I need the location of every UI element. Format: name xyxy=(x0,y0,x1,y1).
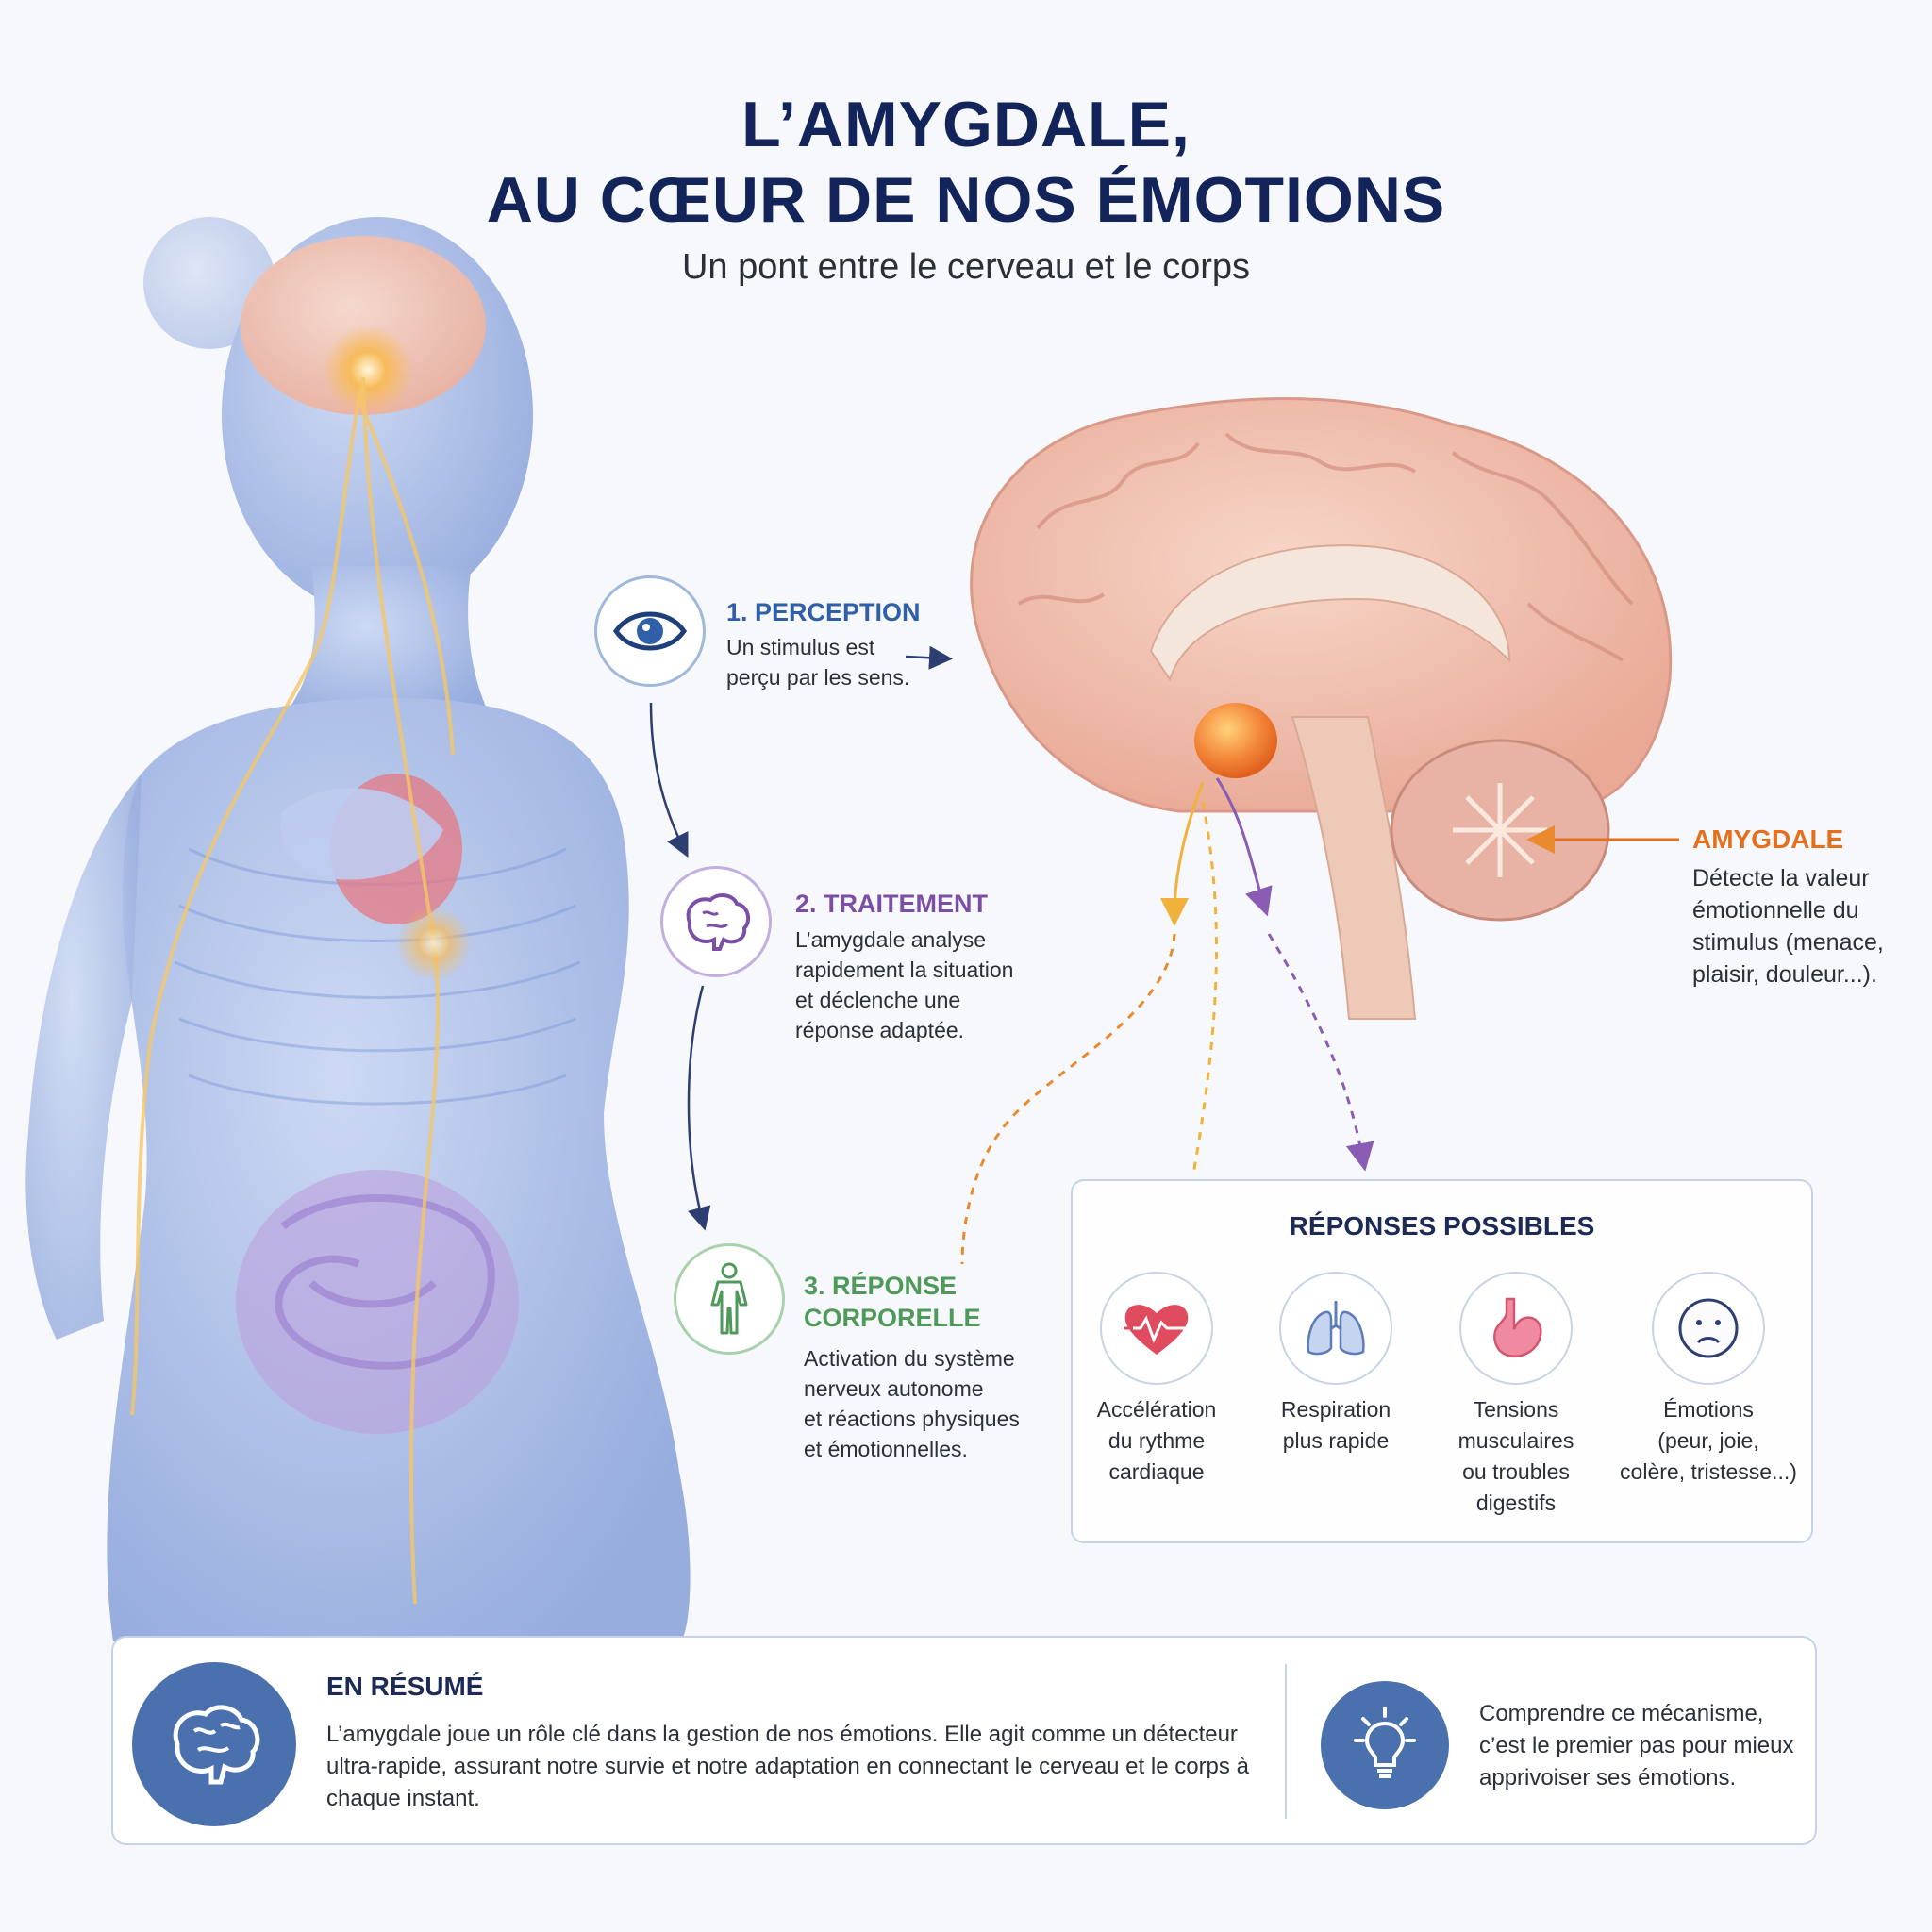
step-1-circle xyxy=(594,575,706,687)
summary-title: EN RÉSUMÉ xyxy=(326,1672,484,1701)
response-heart-label: Accélération du rythme cardiaque xyxy=(1096,1397,1217,1484)
response-stomach-label: Tensions musculaires ou troubles digesti… xyxy=(1457,1397,1574,1515)
step-3-title: 3. RÉPONSE CORPORELLE xyxy=(804,1272,981,1332)
response-lungs-circle xyxy=(1279,1272,1392,1385)
response-emotion-circle xyxy=(1652,1272,1765,1385)
tip-text: Comprendre ce mécanisme, c’est le premie… xyxy=(1479,1701,1794,1790)
response-heart-circle xyxy=(1100,1272,1213,1385)
summary-text: L’amygdale joue un rôle clé dans la gest… xyxy=(326,1722,1249,1811)
flow-arrows xyxy=(649,645,1374,1265)
page-subtitle: Un pont entre le cerveau et le corps xyxy=(681,247,1250,287)
step-2-circle xyxy=(660,866,772,977)
lightbulb-icon xyxy=(1354,1707,1416,1778)
summary-brain-circle xyxy=(132,1662,296,1826)
responses-title: RÉPONSES POSSIBLES xyxy=(1289,1211,1595,1241)
brain-icon xyxy=(686,893,751,951)
page-title: L’AMYGDALE, AU CŒUR DE NOS ÉMOTIONS xyxy=(0,87,1932,238)
amygdale-description: Détecte la valeur émotionnelle du stimul… xyxy=(1692,865,1884,988)
response-lungs-label: Respiration plus rapide xyxy=(1280,1397,1391,1453)
person-icon xyxy=(710,1262,748,1335)
stomach-icon xyxy=(1493,1297,1542,1358)
human-body-illustration xyxy=(25,217,691,1641)
heart-icon xyxy=(1124,1305,1190,1355)
summary-divider xyxy=(1285,1664,1287,1819)
response-stomach-circle xyxy=(1459,1272,1573,1385)
brain-icon xyxy=(173,1705,260,1785)
step-3-circle xyxy=(674,1243,785,1355)
response-emotion-label: Émotions (peur, joie, colère, tristesse.… xyxy=(1620,1397,1797,1484)
step-3-text: Activation du système nerveux autonome e… xyxy=(804,1346,1020,1461)
eye-icon xyxy=(612,611,688,651)
tip-lightbulb-circle xyxy=(1321,1681,1449,1809)
title-line-2: AU CŒUR DE NOS ÉMOTIONS xyxy=(486,164,1446,236)
amygdale-label: AMYGDALE xyxy=(1692,824,1844,854)
lungs-icon xyxy=(1307,1301,1365,1356)
sad-face-icon xyxy=(1678,1298,1739,1358)
title-line-1: L’AMYGDALE, xyxy=(741,89,1191,160)
step-2-title: 2. TRAITEMENT xyxy=(795,890,989,918)
step-1-title: 1. PERCEPTION xyxy=(726,598,921,626)
brain-sagittal-illustration xyxy=(970,397,1673,1020)
summary-panel xyxy=(111,1636,1817,1845)
step-1-text: Un stimulus est perçu par les sens. xyxy=(726,635,910,690)
step-2-text: L’amygdale analyse rapidement la situati… xyxy=(795,927,1014,1042)
